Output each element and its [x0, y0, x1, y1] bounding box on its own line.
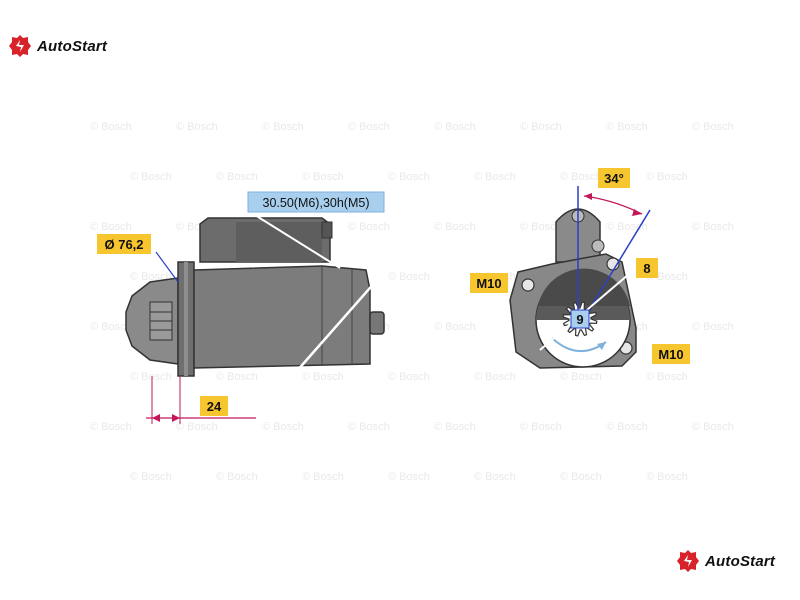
watermark-text: © Bosch	[434, 221, 476, 233]
svg-text:9: 9	[576, 312, 583, 327]
watermark-text: © Bosch	[348, 221, 390, 233]
terminal-tag: 30.50(M6),30h(M5)	[247, 191, 385, 213]
left-bolt-tag: M10	[470, 273, 508, 293]
watermark-text: © Bosch	[520, 421, 562, 433]
watermark-text: © Bosch	[560, 471, 602, 483]
brand-name: AutoStart	[37, 37, 108, 55]
svg-text:34°: 34°	[604, 171, 624, 186]
watermark-text: © Bosch	[560, 371, 602, 383]
watermark-text: © Bosch	[348, 121, 390, 133]
watermark-text: © Bosch	[130, 171, 172, 183]
watermark-text: © Bosch	[606, 121, 648, 133]
watermark-text: © Bosch	[90, 321, 132, 333]
watermark-text: © Bosch	[216, 171, 258, 183]
right-bolt-tag: M10	[652, 344, 690, 364]
watermark-text: © Bosch	[216, 471, 258, 483]
rear-bearing-stub	[369, 311, 385, 335]
bolt-hole-left	[521, 278, 535, 292]
watermark-text: © Bosch	[520, 221, 562, 233]
hole-spacing-tag: 8	[636, 258, 658, 278]
watermark-text: © Bosch	[520, 121, 562, 133]
svg-text:30.50(M6),30h(M5): 30.50(M6),30h(M5)	[263, 196, 370, 210]
watermark-text: © Bosch	[646, 471, 688, 483]
watermark-text: © Bosch	[434, 321, 476, 333]
svg-text:M10: M10	[476, 276, 501, 291]
watermark-text: © Bosch	[130, 471, 172, 483]
diameter-tag: Ø 76,2	[97, 234, 151, 254]
watermark-text: © Bosch	[302, 371, 344, 383]
side-view	[125, 211, 385, 424]
brand-logo-top: AutoStart	[8, 34, 107, 58]
brand-gear-icon	[9, 35, 31, 57]
flange-width-tag: 24	[200, 396, 228, 416]
front-view	[509, 186, 651, 369]
watermark-text: © Bosch	[90, 221, 132, 233]
watermark-text: © Bosch	[474, 371, 516, 383]
angle-tag: 34°	[598, 168, 630, 188]
watermark-text: © Bosch	[90, 121, 132, 133]
brand-logo-bottom: AutoStart	[676, 549, 775, 573]
watermark-text: © Bosch	[176, 121, 218, 133]
solenoid-terminal	[321, 221, 333, 239]
watermark-text: © Bosch	[646, 171, 688, 183]
angled-axis	[582, 209, 651, 321]
watermark-text: © Bosch	[388, 371, 430, 383]
watermark-text: © Bosch	[646, 371, 688, 383]
diameter-leader	[155, 251, 179, 283]
brand-gear-icon	[677, 550, 699, 572]
watermark-text: © Bosch	[606, 421, 648, 433]
watermark-text: © Bosch	[388, 171, 430, 183]
watermark-text: © Bosch	[302, 171, 344, 183]
watermark-text: © Bosch	[434, 421, 476, 433]
watermark-text: © Bosch	[216, 371, 258, 383]
svg-text:M10: M10	[658, 347, 683, 362]
watermark-text: © Bosch	[474, 171, 516, 183]
watermark-text: © Bosch	[348, 421, 390, 433]
svg-text:24: 24	[207, 399, 222, 414]
watermark-text: © Bosch	[90, 421, 132, 433]
watermark-text: © Bosch	[262, 421, 304, 433]
svg-text:8: 8	[643, 261, 650, 276]
watermark-text: © Bosch	[130, 371, 172, 383]
watermark-text: © Bosch	[176, 421, 218, 433]
watermark-text: © Bosch	[474, 471, 516, 483]
brand-name: AutoStart	[705, 552, 776, 570]
watermark-text: © Bosch	[692, 121, 734, 133]
watermark-text: © Bosch	[262, 121, 304, 133]
watermark-text: © Bosch	[388, 271, 430, 283]
teeth-tag: 9	[570, 309, 590, 329]
svg-text:Ø 76,2: Ø 76,2	[104, 237, 143, 252]
watermark-text: © Bosch	[560, 171, 602, 183]
watermark-text: © Bosch	[692, 321, 734, 333]
watermark-text: © Bosch	[388, 471, 430, 483]
watermark-text: © Bosch	[302, 471, 344, 483]
watermark-text: © Bosch	[692, 421, 734, 433]
watermark-text: © Bosch	[692, 221, 734, 233]
angle-arc	[583, 195, 643, 215]
watermark-text: © Bosch	[434, 121, 476, 133]
